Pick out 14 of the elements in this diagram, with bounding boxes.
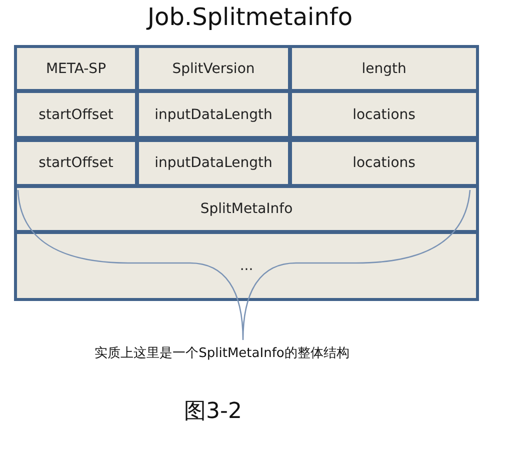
- table-cell: startOffset: [14, 139, 138, 187]
- table-cell: ...: [14, 231, 479, 301]
- table-cell: inputDataLength: [136, 139, 291, 187]
- table-cell: startOffset: [14, 90, 138, 139]
- table-cell: META-SP: [14, 45, 138, 92]
- table-cell: SplitMetaInfo: [14, 185, 479, 233]
- title: Job.Splitmetainfo: [147, 3, 353, 31]
- table-cell: length: [289, 45, 479, 92]
- table-cell: locations: [289, 90, 479, 139]
- note: 实质上这里是一个SplitMetaInfo的整体结构: [94, 345, 350, 362]
- table-cell: SplitVersion: [136, 45, 291, 92]
- caption: 图3-2: [184, 398, 242, 426]
- table-cell: locations: [289, 139, 479, 187]
- table-cell: inputDataLength: [136, 90, 291, 139]
